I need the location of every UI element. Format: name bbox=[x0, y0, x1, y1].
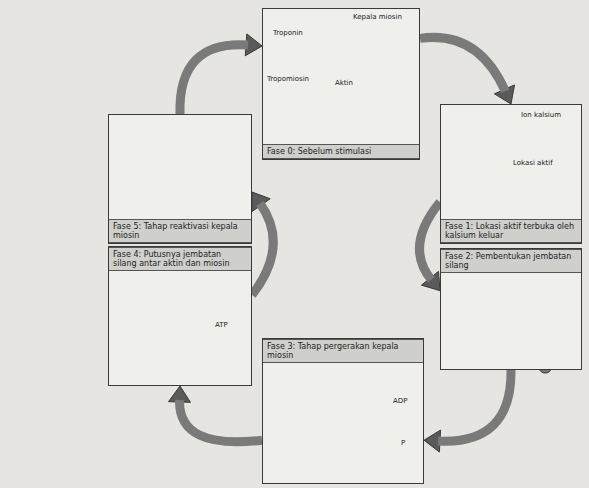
part-label: ADP bbox=[392, 398, 408, 406]
part-label: Ion kalsium bbox=[520, 112, 562, 120]
phase-caption: Fase 3: Tahap pergerakan kepala miosin bbox=[263, 339, 423, 363]
cycle-arrow bbox=[424, 370, 511, 452]
phase-caption: Fase 5: Tahap reaktivasi kepala miosin bbox=[109, 219, 251, 243]
cycle-arrow bbox=[419, 202, 440, 291]
phase-panel: Fase 1: Lokasi aktif terbuka oleh kalsiu… bbox=[440, 104, 582, 244]
phase-caption: Fase 2: Pembentukan jembatan silang bbox=[441, 249, 581, 273]
phase-caption: Fase 1: Lokasi aktif terbuka oleh kalsiu… bbox=[441, 219, 581, 243]
cycle-arrow bbox=[169, 386, 262, 442]
part-label: Lokasi aktif bbox=[512, 160, 554, 168]
phase-panel: Fase 2: Pembentukan jembatan silang bbox=[440, 248, 582, 370]
part-label: Troponin bbox=[272, 30, 304, 38]
part-label: ATP bbox=[214, 322, 229, 330]
part-label: Kepala miosin bbox=[352, 14, 403, 22]
part-label: P bbox=[400, 440, 406, 448]
cycle-arrow bbox=[420, 37, 515, 104]
part-label: Aktin bbox=[334, 80, 354, 88]
part-label: Tropomiosin bbox=[266, 76, 310, 84]
cycle-arrow bbox=[252, 192, 273, 295]
phase-panel: Fase 3: Tahap pergerakan kepala miosin bbox=[262, 338, 424, 484]
phase-caption: Fase 4: Putusnya jembatan silang antar a… bbox=[109, 247, 251, 271]
phase-panel: Fase 4: Putusnya jembatan silang antar a… bbox=[108, 246, 252, 386]
phase-caption: Fase 0: Sebelum stimulasi bbox=[263, 144, 419, 159]
phase-panel: Fase 5: Tahap reaktivasi kepala miosin bbox=[108, 114, 252, 244]
cycle-arrow bbox=[180, 34, 262, 114]
